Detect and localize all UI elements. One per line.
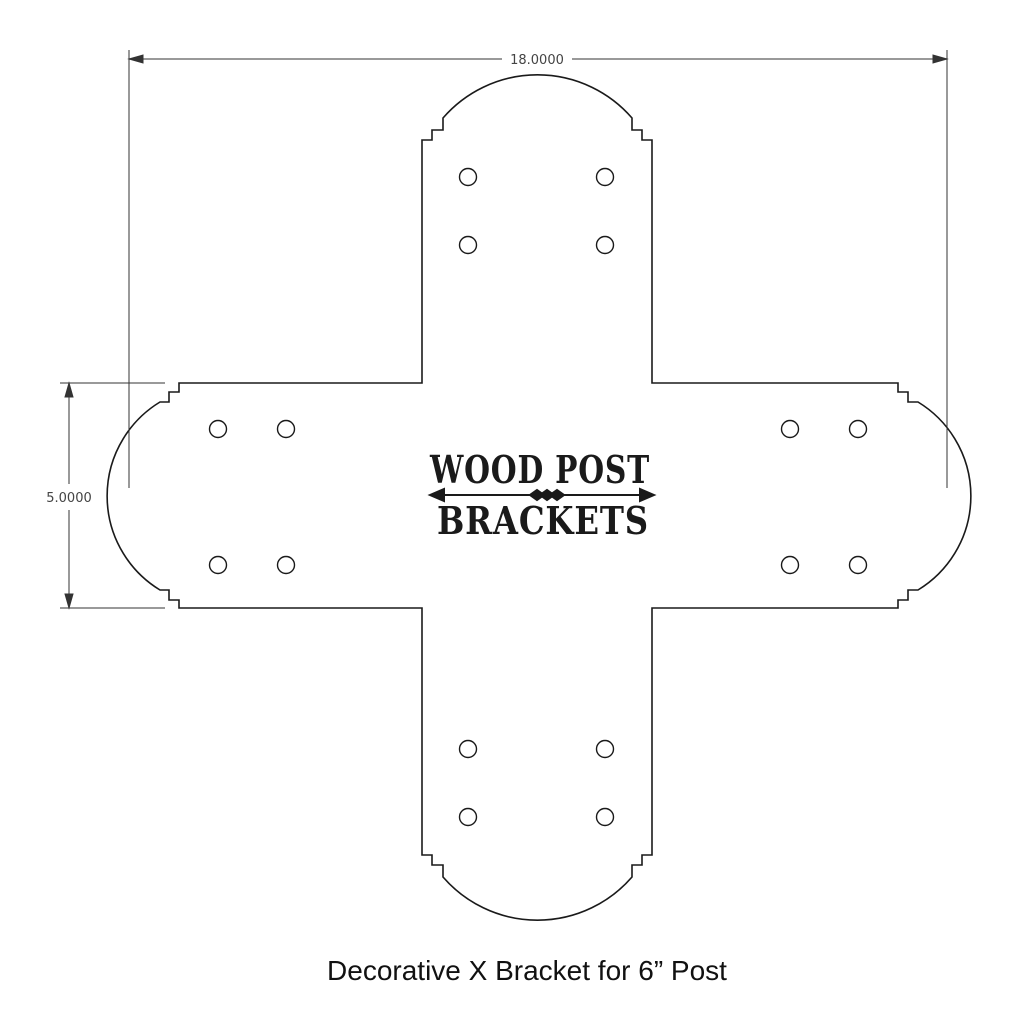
hole-bottom-4	[595, 807, 615, 827]
height-dimension	[60, 381, 165, 610]
height-arrow-bottom	[64, 593, 74, 610]
hole-bottom-1	[458, 739, 478, 759]
width-arrow-right	[932, 54, 949, 64]
hole-top-3	[458, 235, 478, 255]
width-label: 18.0000	[510, 53, 564, 68]
hole-left-1	[208, 419, 228, 439]
hole-right-4	[848, 555, 868, 575]
height-arrow-top	[64, 381, 74, 398]
hole-right-3	[780, 555, 800, 575]
hole-bottom-2	[595, 739, 615, 759]
logo-line-1: WOOD POST	[429, 447, 650, 492]
hole-bottom-3	[458, 807, 478, 827]
hole-top-1	[458, 167, 478, 187]
caption: Decorative X Bracket for 6” Post	[327, 955, 727, 986]
logo-ornament-icon	[427, 487, 657, 503]
bracket-outline	[106, 74, 972, 921]
width-arrow-left	[127, 54, 144, 64]
screw-holes	[208, 167, 868, 827]
logo-line-2: BRACKETS	[437, 498, 649, 543]
hole-right-2	[848, 419, 868, 439]
hole-left-3	[208, 555, 228, 575]
hole-left-4	[276, 555, 296, 575]
hole-top-2	[595, 167, 615, 187]
width-dimension	[127, 50, 949, 488]
wood-post-brackets-logo: WOOD POST BRACKETS	[427, 447, 657, 543]
height-label: 5.0000	[46, 491, 92, 506]
hole-top-4	[595, 235, 615, 255]
hole-right-1	[780, 419, 800, 439]
hole-left-2	[276, 419, 296, 439]
